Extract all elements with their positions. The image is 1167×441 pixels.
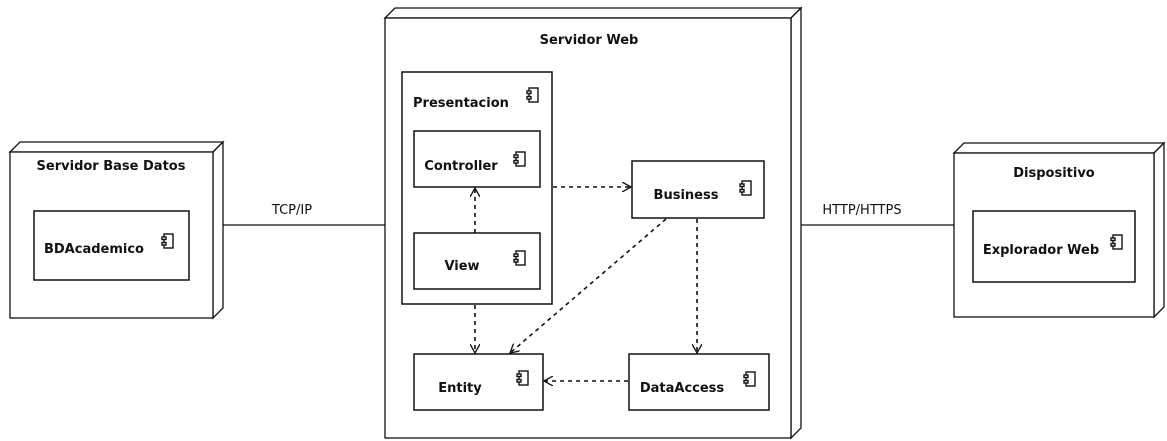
view-component: View xyxy=(413,232,541,290)
bdacademico-component: BDAcademico xyxy=(33,210,190,281)
component-icon xyxy=(513,151,526,167)
dataaccess-label: DataAccess xyxy=(640,381,725,396)
dataaccess-component: DataAccess xyxy=(628,353,770,411)
business-label: Business xyxy=(654,188,719,203)
component-icon xyxy=(739,180,752,196)
component-icon xyxy=(526,87,539,103)
business-component: Business xyxy=(631,160,765,219)
db-server-title: Servidor Base Datos xyxy=(37,159,186,174)
entity-component: Entity xyxy=(413,353,544,411)
component-icon xyxy=(513,250,526,266)
presentacion-label: Presentacion xyxy=(413,96,509,111)
controller-label: Controller xyxy=(424,159,498,174)
view-label: View xyxy=(444,259,479,274)
component-icon xyxy=(161,233,174,249)
controller-component: Controller xyxy=(413,130,541,188)
https-label: HTTP/HTTPS xyxy=(822,203,901,218)
web-server-title: Servidor Web xyxy=(540,33,639,48)
explorador-web-component: Explorador Web xyxy=(972,210,1136,283)
tcpip-label: TCP/IP xyxy=(271,203,312,218)
component-icon xyxy=(516,370,529,386)
bdacademico-label: BDAcademico xyxy=(44,242,144,257)
component-icon xyxy=(743,371,756,387)
business-to-entity-dependency xyxy=(510,218,667,353)
explorador-web-label: Explorador Web xyxy=(983,243,1099,258)
component-icon xyxy=(1110,234,1123,250)
device-title: Dispositivo xyxy=(1013,166,1095,181)
entity-label: Entity xyxy=(438,381,482,396)
